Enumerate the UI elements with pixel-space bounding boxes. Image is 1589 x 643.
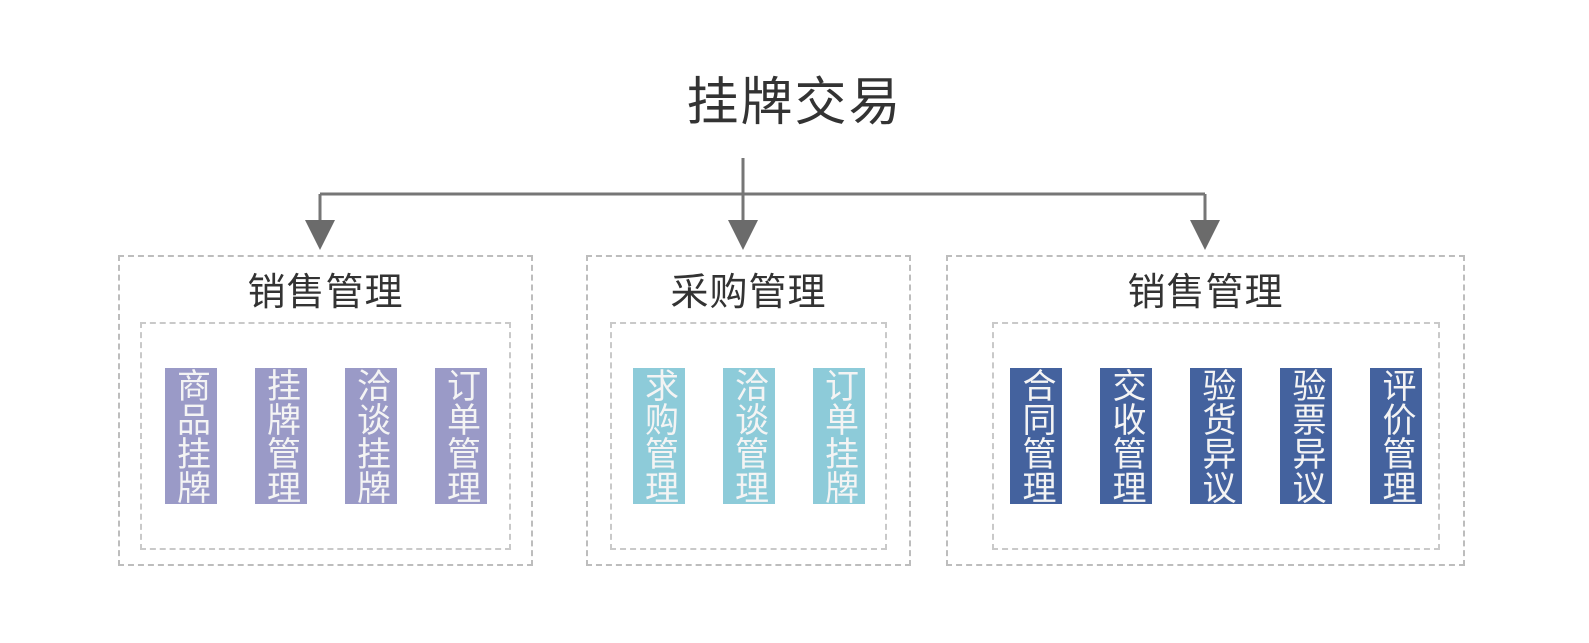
arrowhead-left-icon [305,220,335,250]
item-label: 订单管理 [440,368,481,504]
arrowhead-right-icon [1190,220,1220,250]
page-title: 挂牌交易 [686,73,903,133]
arrowhead-center-icon [728,220,758,250]
item-label: 合同管理 [1016,368,1056,504]
group-title: 销售管理 [247,270,404,314]
group-items-container: 求购管理 洽谈管理 订单挂牌 [610,322,887,550]
item-label: 商品挂牌 [170,368,211,504]
group-card-sales-listing: 销售管理 商品挂牌 挂牌管理 洽谈挂牌 订单管理 [118,255,533,566]
group-items-container: 商品挂牌 挂牌管理 洽谈挂牌 订单管理 [140,322,511,550]
group-items-container: 合同管理 交收管理 验货异议 验票异议 评价管理 [992,322,1440,550]
group-card-purchase: 采购管理 求购管理 洽谈管理 订单挂牌 [586,255,911,566]
group-title: 采购管理 [670,270,827,314]
item-chip[interactable]: 求购管理 [632,368,685,504]
items-row: 商品挂牌 挂牌管理 洽谈挂牌 订单管理 [164,368,487,504]
item-chip[interactable]: 验货异议 [1190,368,1242,504]
items-row: 合同管理 交收管理 验货异议 验票异议 评价管理 [1010,368,1422,504]
item-label: 评价管理 [1376,368,1416,504]
item-label: 交收管理 [1106,368,1146,504]
item-chip[interactable]: 商品挂牌 [164,368,217,504]
item-chip[interactable]: 订单管理 [434,368,487,504]
item-label: 订单挂牌 [818,368,859,504]
item-chip[interactable]: 合同管理 [1010,368,1062,504]
item-label: 验货异议 [1196,368,1236,504]
item-chip[interactable]: 挂牌管理 [254,368,307,504]
item-label: 挂牌管理 [260,368,301,504]
item-chip[interactable]: 订单挂牌 [812,368,865,504]
item-chip[interactable]: 洽谈管理 [722,368,775,504]
item-label: 求购管理 [638,368,679,504]
item-chip[interactable]: 洽谈挂牌 [344,368,397,504]
item-chip[interactable]: 验票异议 [1280,368,1332,504]
items-row: 求购管理 洽谈管理 订单挂牌 [632,368,865,504]
item-chip[interactable]: 评价管理 [1370,368,1422,504]
item-chip[interactable]: 交收管理 [1100,368,1152,504]
group-card-sales-fulfilment: 销售管理 合同管理 交收管理 验货异议 验票异议 评价管理 [946,255,1465,566]
group-title: 销售管理 [1127,270,1284,314]
item-label: 洽谈挂牌 [350,368,391,504]
item-label: 洽谈管理 [728,368,769,504]
item-label: 验票异议 [1286,368,1326,504]
